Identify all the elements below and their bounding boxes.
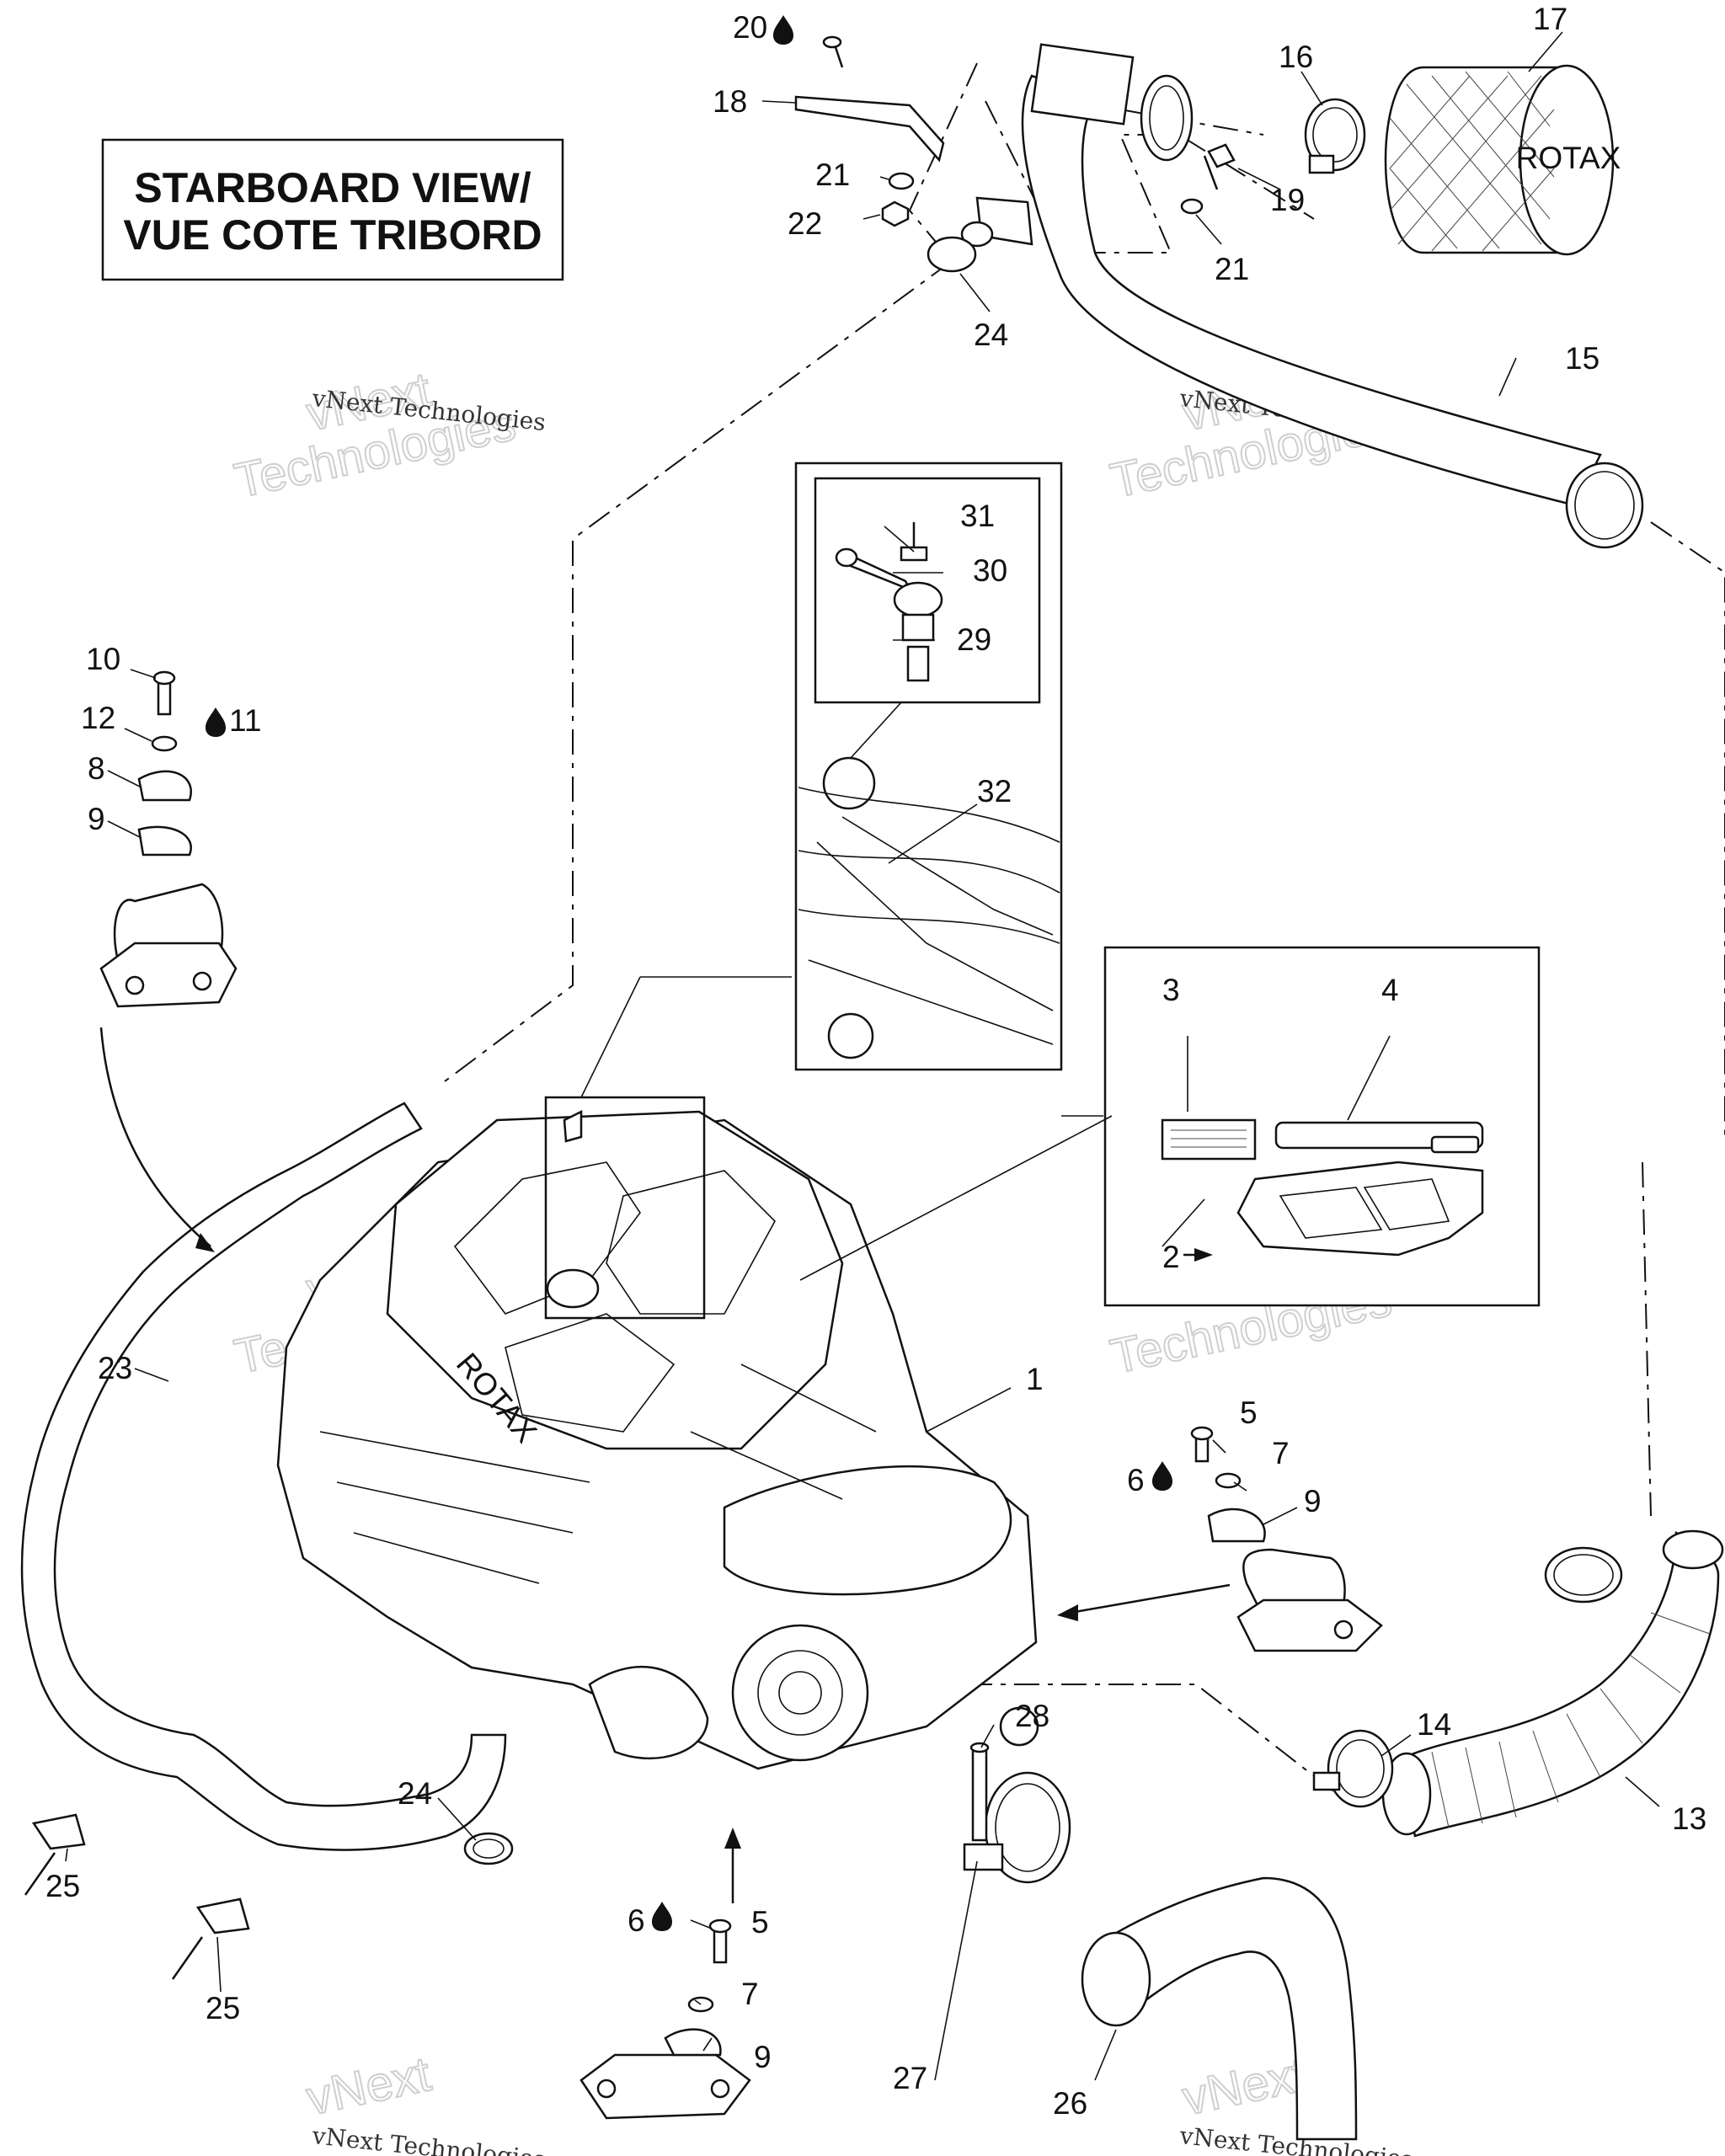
mount-hardware-bottom <box>664 1919 732 2057</box>
callout-6: 6 <box>628 1903 645 1938</box>
callout-10: 10 <box>86 642 120 676</box>
watermark-big-top: vNext <box>302 2047 435 2126</box>
drop-icon <box>652 1902 672 1931</box>
callout-25: 25 <box>45 1869 80 1903</box>
detail-box-decals <box>1103 946 1541 1307</box>
callout-32: 32 <box>977 774 1012 808</box>
title-line-2: VUE COTE TRIBORD <box>123 211 542 259</box>
callout-labels: 1 2 3 4 5 5 6 6 7 7 8 9 9 9 10 11 12 13 … <box>45 2 1706 2121</box>
callout-24: 24 <box>398 1776 432 1811</box>
washer-21a <box>888 172 915 190</box>
mount-hardware-left <box>137 670 192 857</box>
callout-31: 31 <box>960 499 995 533</box>
washer-21b <box>1180 198 1204 215</box>
callout-9: 9 <box>1304 1484 1322 1518</box>
title-box: STARBOARD VIEW/ VUE COTE TRIBORD <box>101 138 564 281</box>
callout-25: 25 <box>206 1991 240 2025</box>
watermark-text: vNext Technologies <box>310 2121 547 2156</box>
hose-clip-25b <box>171 1897 250 1980</box>
callout-5: 5 <box>1240 1396 1258 1430</box>
callout-9: 9 <box>88 802 105 836</box>
bolt-19 <box>1203 143 1236 190</box>
callout-17: 17 <box>1533 2 1567 36</box>
engine-mount-right <box>1236 1548 1383 1652</box>
callout-9: 9 <box>754 2040 772 2074</box>
callout-3: 3 <box>1162 973 1180 1007</box>
air-intake-tube <box>1021 43 1644 549</box>
callout-20: 20 <box>733 10 767 45</box>
callout-15: 15 <box>1565 341 1599 376</box>
callout-4: 4 <box>1381 973 1399 1007</box>
callout-29: 29 <box>957 622 991 657</box>
bracket-18 <box>794 95 945 163</box>
callout-7: 7 <box>1272 1436 1290 1470</box>
callout-21: 21 <box>1215 252 1249 286</box>
hose-clip-25a <box>24 1813 86 1896</box>
callout-14: 14 <box>1417 1707 1451 1742</box>
callout-13: 13 <box>1672 1801 1706 1836</box>
engine-mount-left <box>99 883 238 1008</box>
air-filter: ROTAX <box>1384 64 1621 256</box>
bolt-28 <box>969 1742 990 1842</box>
callout-12: 12 <box>81 701 115 735</box>
callout-30: 30 <box>973 553 1007 588</box>
nut-22 <box>881 200 910 227</box>
clamp-16 <box>1304 98 1366 174</box>
direction-arrows <box>99 1027 1231 1903</box>
leader-lines <box>65 31 1660 2081</box>
callout-6: 6 <box>1127 1463 1145 1497</box>
clamp-24-bottom <box>463 1832 514 1865</box>
callout-7: 7 <box>741 1977 759 2011</box>
callout-22: 22 <box>788 206 822 241</box>
outlet-duct-13 <box>1381 1529 1724 1838</box>
hose-23 <box>20 1102 507 1851</box>
callout-23: 23 <box>98 1351 132 1385</box>
drop-icon <box>1152 1461 1172 1491</box>
callout-26: 26 <box>1053 2086 1087 2121</box>
drop-icon <box>773 15 793 45</box>
callout-24: 24 <box>974 318 1008 352</box>
watermark-big-top: vNext <box>1178 2047 1311 2126</box>
arrow-icon <box>1183 1248 1213 1262</box>
callout-11: 11 <box>229 703 261 738</box>
fitting-24-top <box>927 196 1033 273</box>
clamp-14 <box>1312 1729 1394 1808</box>
title-line-1: STARBOARD VIEW/ <box>134 164 531 211</box>
callout-28: 28 <box>1015 1699 1049 1733</box>
engine-mount-bottom <box>579 2053 751 2120</box>
callout-1: 1 <box>1026 1362 1044 1396</box>
callout-2: 2 <box>1162 1240 1180 1274</box>
callout-5: 5 <box>751 1905 769 1940</box>
callout-8: 8 <box>88 751 105 786</box>
clamp-27 <box>963 1771 1071 1884</box>
detail-box-vent <box>794 462 1063 1071</box>
callout-27: 27 <box>893 2061 927 2095</box>
engine-assembly: ROTAX <box>276 1096 1039 1770</box>
callout-21: 21 <box>815 157 850 192</box>
callout-16: 16 <box>1279 40 1313 74</box>
callout-18: 18 <box>713 84 747 119</box>
filter-brand: ROTAX <box>1516 141 1621 175</box>
drop-icon <box>206 707 226 737</box>
screw-20 <box>822 35 844 68</box>
mount-hardware-right <box>1190 1426 1266 1543</box>
elbow-26 <box>1081 1876 1358 2141</box>
callout-19: 19 <box>1270 183 1305 217</box>
